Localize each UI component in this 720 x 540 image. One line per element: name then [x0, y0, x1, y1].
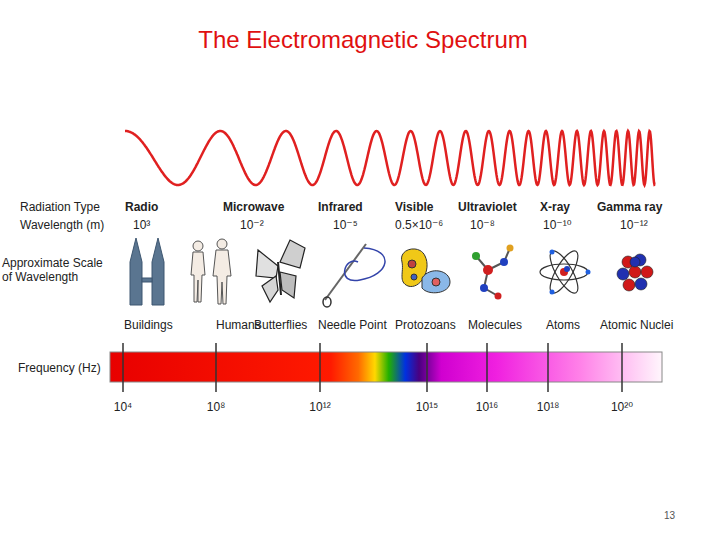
wavelength-value: 10⁻²	[240, 218, 264, 232]
wavelength-value: 10⁻¹⁰	[543, 218, 572, 232]
atom-icon	[540, 247, 591, 297]
frequency-value: 10²⁰	[611, 400, 633, 414]
wavelength-value: 10³	[133, 218, 150, 232]
scale-name: Atomic Nuclei	[600, 318, 673, 332]
scale-name: Protozoans	[395, 318, 456, 332]
wavelength-value: 10⁻¹²	[620, 218, 648, 232]
frequency-value: 10⁴	[114, 400, 133, 414]
row-heading: Frequency (Hz)	[18, 361, 101, 375]
slide-title: The Electromagnetic Spectrum	[198, 26, 527, 54]
scale-name: Atoms	[546, 318, 580, 332]
frequency-bar	[110, 352, 662, 382]
radiation-type: Radio	[125, 200, 158, 214]
radiation-type: Microwave	[223, 200, 284, 214]
molecule-icon	[472, 245, 514, 300]
humans-icon	[191, 239, 231, 304]
radiation-type: Visible	[395, 200, 433, 214]
radiation-type: Infrared	[318, 200, 363, 214]
scale-name: Needle Point	[318, 318, 387, 332]
wavelength-value: 0.5×10⁻⁶	[395, 218, 443, 232]
wavelength-value: 10⁻⁸	[470, 218, 495, 232]
buildings-icon	[130, 238, 164, 305]
radiation-type: Ultraviolet	[458, 200, 517, 214]
scale-name: Humans	[216, 318, 261, 332]
frequency-value: 10¹⁶	[476, 400, 498, 414]
nucleus-icon	[617, 254, 653, 291]
frequency-ticks	[123, 343, 622, 392]
scale-name: Butterflies	[254, 318, 307, 332]
frequency-value: 10⁸	[207, 400, 225, 414]
butterfly-icon	[256, 240, 305, 302]
page-number: 13	[664, 509, 675, 523]
needle-icon	[323, 244, 385, 307]
row-heading: Radiation Type	[20, 200, 100, 214]
row-heading: Approximate Scale of Wavelength	[2, 256, 106, 284]
frequency-value: 10¹⁸	[537, 400, 559, 414]
frequency-value: 10¹²	[309, 400, 330, 414]
radiation-type: X-ray	[540, 200, 570, 214]
scale-name: Buildings	[124, 318, 173, 332]
radiation-type: Gamma ray	[597, 200, 662, 214]
wave-line	[125, 131, 655, 185]
scale-name: Molecules	[468, 318, 522, 332]
row-heading: Wavelength (m)	[20, 218, 104, 232]
protozoa-icon	[402, 249, 450, 293]
wavelength-value: 10⁻⁵	[333, 218, 358, 232]
frequency-value: 10¹⁵	[416, 400, 438, 414]
